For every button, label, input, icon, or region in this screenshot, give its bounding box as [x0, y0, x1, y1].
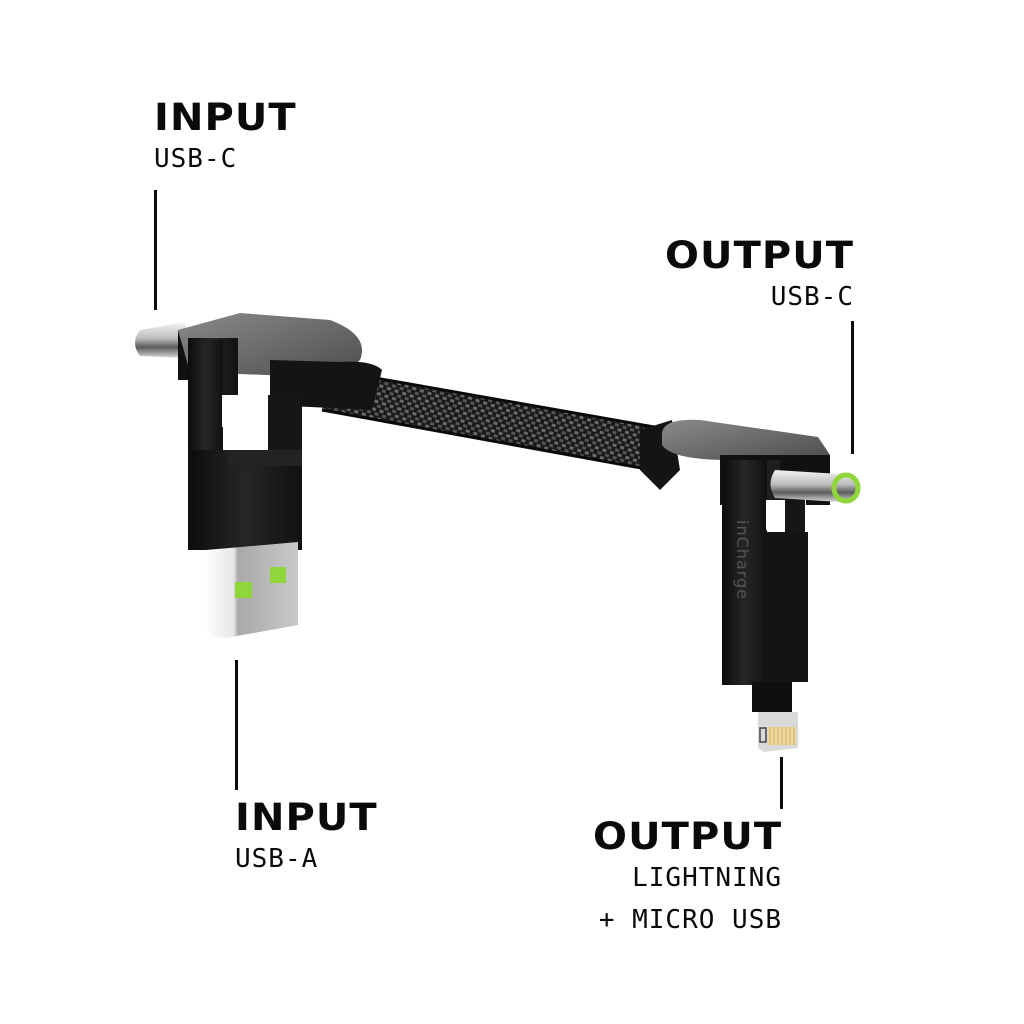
callout-input-usb-c: INPUT USB-C — [154, 98, 296, 180]
right-connector-assembly: inCharge — [640, 419, 861, 752]
callout-title: OUTPUT — [592, 815, 782, 858]
left-connector-assembly — [135, 313, 382, 638]
leader-line-input-usb-c — [154, 190, 157, 310]
braided-cable — [321, 368, 661, 472]
lightning-pins — [769, 727, 795, 745]
callout-detail: USB-C — [770, 282, 854, 312]
brand-mark: inCharge — [733, 520, 752, 600]
callout-detail: LIGHTNING — [632, 863, 782, 893]
callout-input-usb-a: INPUT USB-A — [235, 798, 377, 880]
leader-line-input-usb-a — [235, 660, 238, 790]
callout-detail: + MICRO USB — [598, 905, 782, 935]
callout-output-usb-c: OUTPUT USB-C — [665, 236, 854, 318]
callout-title: INPUT — [235, 796, 378, 839]
callout-output-lightning-micro-usb: OUTPUT LIGHTNING + MICRO USB — [593, 817, 782, 941]
callout-detail: USB-A — [235, 844, 319, 874]
usb-c-plug-input — [135, 322, 190, 358]
callout-title: INPUT — [154, 96, 297, 139]
usb-a-contact-right — [270, 567, 286, 583]
leader-line-output-usb-c — [851, 321, 854, 454]
usb-c-accent-ring — [831, 472, 861, 504]
leader-line-output-lightning — [780, 757, 783, 809]
callout-title: OUTPUT — [664, 234, 854, 277]
callout-detail: USB-C — [154, 144, 238, 174]
usb-a-contact-left — [235, 582, 252, 598]
